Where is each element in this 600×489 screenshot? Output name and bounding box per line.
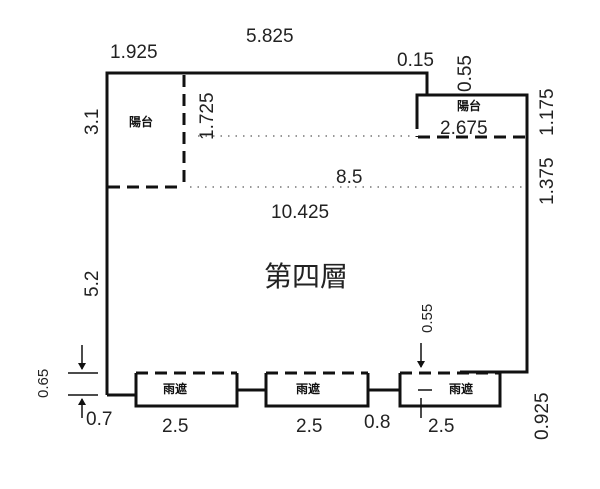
left-dimension-marks: [68, 345, 98, 418]
dim-balcony-right-width: 2.675: [440, 118, 488, 139]
dim-canopy-gap: 0.8: [364, 412, 390, 433]
dim-canopy-1-width: 2.5: [162, 416, 188, 437]
canopy-3-outline: [398, 373, 502, 408]
dim-canopy-2-width: 2.5: [296, 416, 322, 437]
dim-canopy-depth: 0.55: [419, 304, 436, 333]
canopy-depth-arrow-head: [417, 361, 425, 368]
dim-top-right-offset: 0.15: [397, 50, 434, 71]
canopy-1-outline: [134, 373, 239, 408]
balcony-right: 陽台: [415, 93, 526, 139]
canopy-2: 雨遮: [264, 371, 370, 408]
dim-left-upper: 3.1: [82, 109, 103, 135]
canopy-3-label: 雨遮: [449, 381, 473, 396]
dim-full-width: 10.425: [271, 202, 329, 223]
canopy-2-label: 雨遮: [296, 381, 320, 396]
canopy-3: 雨遮: [398, 371, 502, 408]
dim-right-bottom: 0.925: [532, 392, 553, 440]
canopy-2-outline: [264, 373, 370, 408]
balcony-right-label: 陽台: [457, 98, 481, 113]
balcony-left-label: 陽台: [129, 114, 153, 129]
dim-top-total: 5.825: [246, 26, 294, 47]
dim-bottom-left: 0.7: [86, 409, 112, 430]
balcony-left: 陽台: [108, 75, 186, 189]
dim-canopy-3-width: 2.5: [428, 416, 454, 437]
dim-left-lower: 5.2: [82, 271, 103, 297]
canopy-1-label: 雨遮: [163, 381, 187, 396]
dim-balcony-left-inner: 1.725: [197, 92, 218, 140]
canopy-depth-arrow: [417, 343, 425, 418]
floor-label: 第四層: [264, 260, 348, 293]
balcony-right-outline: [415, 93, 427, 117]
dim-canopy-left-gap: 0.65: [35, 369, 52, 398]
canopy-1: 雨遮: [134, 371, 239, 408]
dim-right-mid: 1.375: [537, 157, 558, 205]
dim-right-upper: 1.175: [537, 88, 558, 136]
dim-right-step: 0.55: [455, 55, 476, 92]
dim-top-left: 1.925: [110, 42, 158, 63]
arrow-down-head: [78, 363, 86, 370]
dim-mid-width: 8.5: [336, 167, 362, 188]
arrow-up-head: [78, 398, 86, 405]
